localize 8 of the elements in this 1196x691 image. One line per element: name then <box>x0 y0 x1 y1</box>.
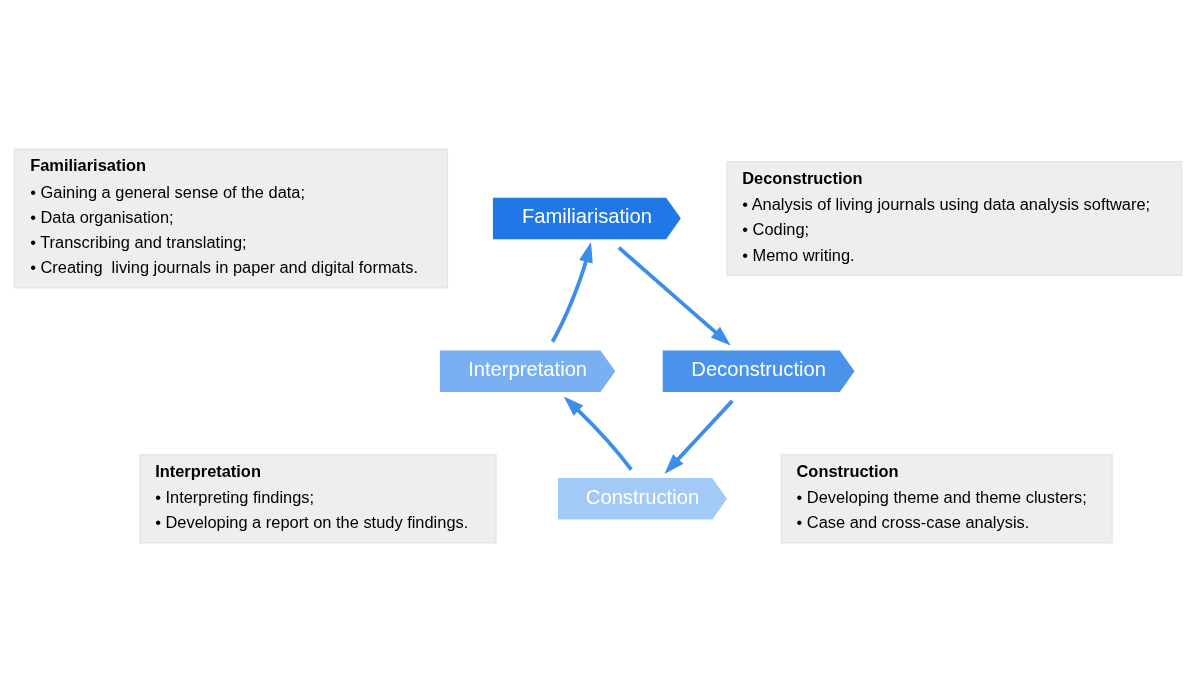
arrow <box>617 245 731 345</box>
node-box: Construction • Developing theme and theme clusters; • Case and cross-case analysis. <box>780 453 1113 544</box>
node-box: Interpretation • Interpreting findings; • Developing a report on the study findings. <box>139 453 497 544</box>
node-box: Familiarisation • Gaining a general sense of the data; • Data organisation; • Transcribing and translating; • Creating living journals in paper and digital formats. <box>13 147 449 289</box>
node-box: Deconstruction • Analysis of living journals using data analysis software; • Coding; • Memo writing. <box>726 160 1183 276</box>
arrow <box>563 396 633 471</box>
arrow <box>550 241 593 343</box>
arrow <box>664 399 734 474</box>
